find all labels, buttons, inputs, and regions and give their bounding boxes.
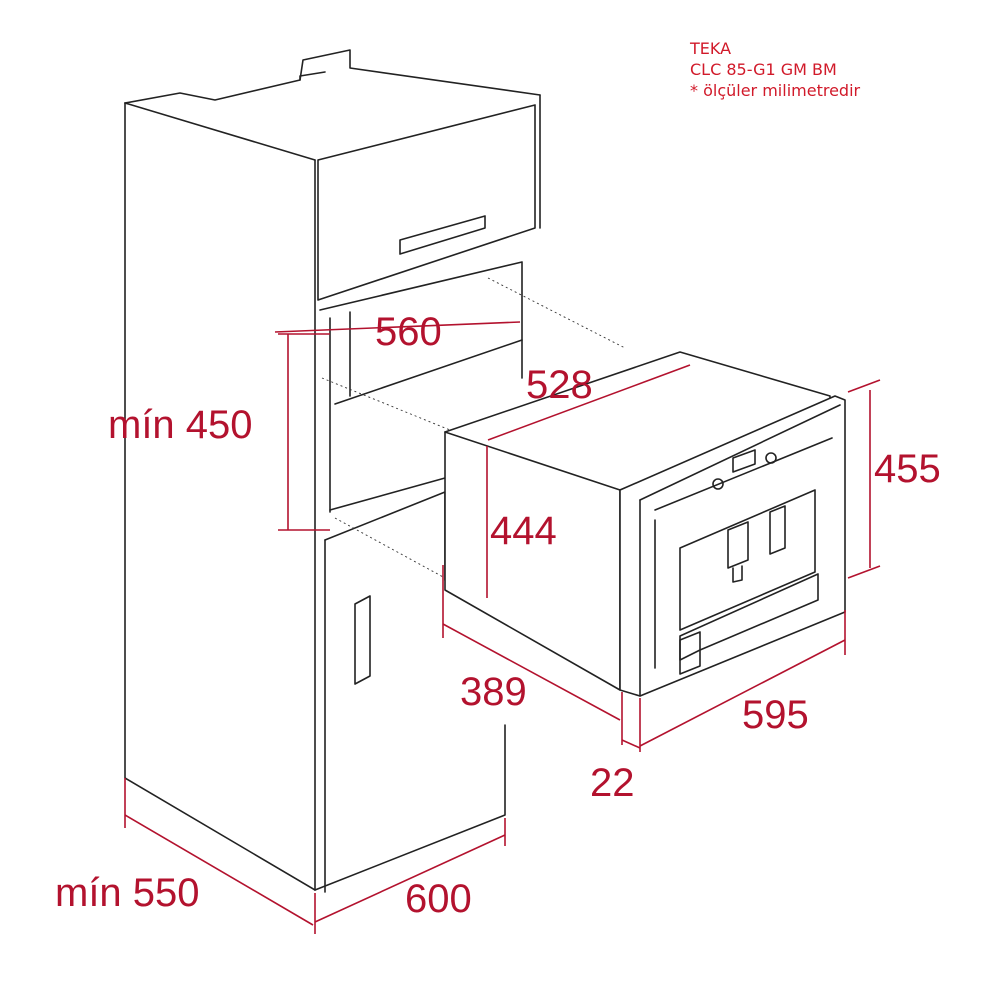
label-niche-width: 560	[375, 310, 442, 354]
control-strip-line	[654, 437, 833, 511]
coffee-machine	[444, 351, 846, 697]
machine-frame-inner-top	[639, 404, 841, 501]
model-label: CLC 85-G1 GM BM	[690, 60, 837, 79]
label-body-depth: 389	[460, 670, 527, 714]
spec-note: TEKA CLC 85-G1 GM BM * ölçüler milimetre…	[690, 38, 860, 101]
dim-line-528	[487, 364, 691, 441]
label-appliance-width: 595	[742, 693, 809, 737]
dim-tick	[847, 565, 881, 579]
label-front-thickness: 22	[590, 761, 635, 805]
dim-line-min550	[124, 814, 314, 926]
label-appliance-depth-top: 528	[526, 363, 593, 407]
guide-lines	[321, 277, 626, 579]
cabinet-top-notch	[299, 71, 326, 81]
guide-dash	[334, 517, 446, 579]
dim-line-389	[442, 623, 621, 721]
niche-shelf-line	[334, 339, 523, 405]
drip-tray-front	[679, 631, 701, 675]
lower-door-handle	[354, 595, 371, 685]
label-niche-height: mín 450	[108, 403, 253, 447]
niche-floor-front	[329, 477, 446, 511]
label-cabinet-width: 600	[405, 877, 472, 921]
label-cabinet-depth: mín 550	[55, 871, 200, 915]
cabinet-bottom-edge	[314, 724, 506, 891]
steam-wand-icon	[769, 505, 786, 555]
display-screen	[732, 449, 756, 473]
spout-nozzle-icon	[732, 565, 743, 583]
label-appliance-height: 455	[874, 447, 941, 491]
dim-line-595	[639, 639, 846, 747]
dim-line-22	[621, 739, 641, 749]
lower-door-top	[324, 491, 446, 581]
cabinet-top-front-edge	[124, 102, 316, 161]
brand-label: TEKA	[690, 39, 732, 58]
dim-tick	[847, 379, 881, 393]
label-body-height: 444	[490, 509, 557, 553]
upper-drawer-front	[317, 104, 536, 301]
upper-drawer-handle	[399, 215, 486, 255]
machine-body-top-edge	[444, 431, 621, 491]
control-knob-right	[765, 452, 777, 464]
dim-line-560	[274, 321, 521, 333]
unit-note: * ölçüler milimetredir	[690, 81, 861, 100]
coffee-spout-icon	[727, 521, 749, 569]
control-knob-left	[712, 478, 724, 490]
cabinet-left-edge	[124, 102, 316, 891]
cabinet-top-outline	[124, 49, 541, 104]
dimension-lines	[124, 321, 881, 934]
dispensing-recess	[679, 489, 816, 631]
guide-dash	[321, 377, 451, 431]
dim-line-600	[314, 834, 506, 923]
guide-dash	[487, 277, 626, 349]
dimension-labels: 560 528 mín 450 455 444 389 595 22 mín 5…	[55, 310, 941, 921]
